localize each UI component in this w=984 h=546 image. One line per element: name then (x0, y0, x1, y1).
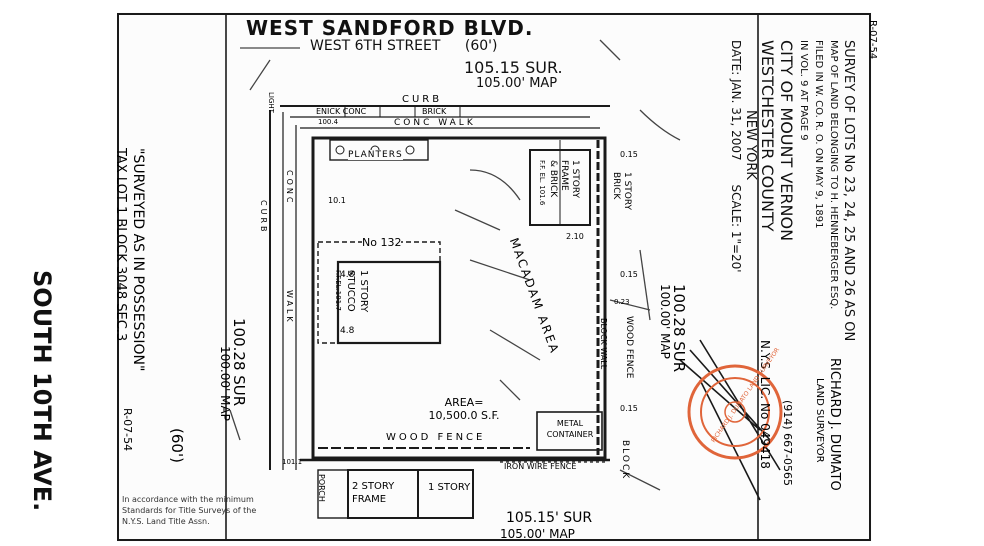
metal-container (536, 411, 603, 451)
house-number: No 132 (362, 236, 402, 249)
frame-brick-line4: F.F. EL. 101.6 (538, 160, 546, 206)
curb-label: CURB (402, 94, 443, 105)
title-line-1: SURVEY OF LOTS No 23, 24, 25 AND 26 AS O… (841, 40, 856, 342)
bottom-story-label: 1 STORY (428, 482, 471, 493)
left-note-line2: TAX LOT 1 BLOCK 3048 SEC.3 (113, 148, 128, 342)
title-line-2: MAP OF LAND BELONGING TO H. HENNEBERGER … (828, 40, 839, 310)
surveyor-phone: (914) 667-0565 (781, 400, 794, 487)
title-line-7: NEW YORK (743, 110, 758, 180)
title-scale: SCALE: 1"=20' (729, 184, 743, 273)
curb-left-label: CURB (259, 200, 268, 235)
planters-label: PLANTERS (348, 150, 403, 160)
left-dim-map: 100.00' MAP (218, 346, 232, 421)
left-road-name: SOUTH 10TH AVE. (28, 270, 56, 512)
left-road-width: (60') (168, 428, 186, 463)
title-date: DATE: JAN. 31, 2007 (729, 40, 743, 161)
bottom-frame-line2: FRAME (352, 494, 387, 505)
porch-label: PORCH (317, 474, 326, 502)
footer-line1: In accordance with the minimum (122, 495, 254, 504)
footer-line2: Standards for Title Surveys of the (122, 506, 257, 515)
right-dim-map: 100.00' MAP (658, 284, 672, 359)
light-label: LIGHT (267, 92, 275, 113)
title-line-6: WESTCHESTER COUNTY (758, 40, 777, 232)
walk-left-label: WALK (285, 290, 294, 325)
wood-fence-label: WOOD FENCE (386, 432, 486, 443)
offset-5: 4.8 (340, 270, 355, 280)
offset-9: 101.1 (282, 458, 303, 466)
wood-fence-right-label: WOOD FENCE (624, 316, 634, 379)
surveyor-name: RICHARD J. DUMATO (827, 358, 842, 491)
conc-walk-label: CONC WALK (394, 118, 476, 128)
signature-scribble (679, 339, 781, 501)
title-line-4: IN VOL. 9 AT PAGE 9 (798, 40, 809, 141)
left-note-line1: "SURVEYED AS IN POSSESSION" (130, 148, 146, 372)
title-line-3: FILED IN W. CO. R. O. ON MAY 9, 1891 (813, 40, 824, 229)
brick-line1: 1 STORY (622, 172, 632, 211)
offset-1: 0.15 (620, 150, 638, 159)
top-dim-map: 105.00' MAP (476, 76, 558, 91)
offset-2: 0.15 (620, 270, 638, 279)
title-line-5: CITY OF MOUNT VERNON (777, 40, 796, 242)
top-road-width: (60') (464, 38, 498, 54)
block-wall-label: BLOCK WALL (599, 318, 608, 370)
block-label: BLOCK (620, 440, 630, 481)
offset-3: 0.15 (620, 404, 638, 413)
offset-7: 2.10 (566, 232, 584, 241)
left-note-code: R-07-54 (121, 408, 134, 452)
area-label: AREA= 10,500.0 S.F. (428, 396, 500, 422)
bottom-dim-sur: 105.15' SUR (506, 510, 593, 526)
top-road-name: WEST SANDFORD BLVD. (246, 16, 534, 40)
macadam-label: MACADAM AREA (506, 236, 562, 357)
frame-brick-line2: FRAME (559, 160, 569, 191)
surveyor-title: LAND SURVEYOR (814, 378, 825, 463)
surveyor-seal (687, 364, 783, 460)
brick-walk-label: BRICK (422, 107, 447, 116)
offset-10: 100.4 (318, 118, 339, 126)
left-dim-sur: 100.28 SUR (230, 318, 248, 407)
lot-boundary (311, 136, 607, 460)
sheet-border (117, 13, 871, 541)
enick-conc-label: ENICK CONC (316, 107, 367, 116)
brick-line2: BRICK (611, 172, 621, 200)
top-road-alt: WEST 6TH STREET (310, 38, 441, 54)
footer-line3: N.Y.S. Land Title Assn. (122, 517, 210, 526)
paper (117, 12, 872, 542)
iron-fence-label: IRON WIRE FENCE (504, 462, 577, 471)
top-dim-sur: 105.15 SUR. (464, 58, 563, 77)
frame-brick-line3: & BRICK (548, 160, 558, 198)
frame-brick-line1: 1 STORY (570, 160, 580, 199)
bottom-frame-line1: 2 STORY (352, 481, 395, 492)
conc-left-label: CONC (285, 170, 294, 206)
metal-container-label: METAL CONTAINER (546, 419, 594, 439)
bottom-dim-map: 105.00' MAP (500, 527, 575, 541)
stucco-line1: 1 STORY (358, 270, 369, 313)
title-corner-code: R-07-54 (867, 20, 878, 60)
offset-8: 10.1 (328, 196, 346, 205)
offset-4: 0.23 (614, 298, 630, 306)
stucco-building (336, 260, 442, 345)
offset-6: 4.8 (340, 326, 355, 336)
right-dim-sur: 100.28 SUR (670, 284, 688, 373)
